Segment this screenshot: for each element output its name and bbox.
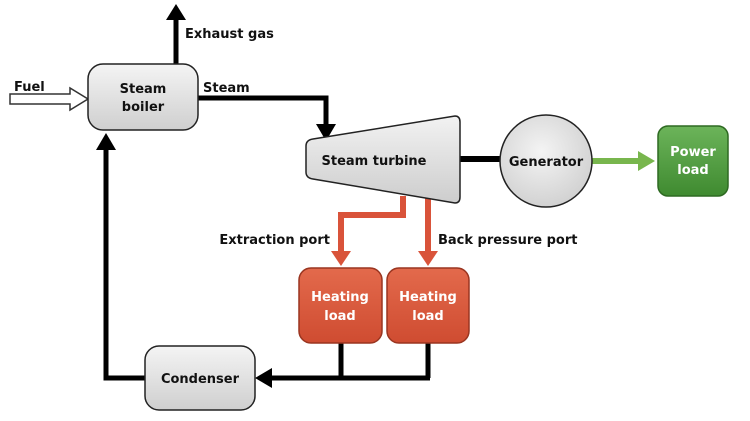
generator-label: Generator [509, 155, 584, 170]
exhaust-arrowhead [166, 4, 186, 20]
steam-boiler-label-line1: Steam [120, 82, 167, 97]
steam-boiler-box[interactable] [87, 63, 199, 131]
extraction-port-label: Extraction port [219, 233, 330, 248]
heating-load-1-label-line2: load [324, 309, 355, 324]
feedwater-flow-line [103, 148, 148, 381]
fuel-label: Fuel [14, 80, 45, 95]
steam-turbine-shape[interactable] [305, 115, 461, 204]
generator-circle[interactable] [499, 114, 593, 208]
condenser-box[interactable] [144, 345, 256, 411]
steam-turbine-label: Steam turbine [322, 154, 427, 169]
heating-load-2-label-line1: Heating [399, 290, 457, 305]
power-load-label-line2: load [677, 163, 708, 178]
back-pressure-arrowhead [418, 251, 438, 266]
heating-load-2-box[interactable] [386, 267, 470, 344]
extraction-arrowhead [331, 251, 351, 266]
exhaust-gas-label: Exhaust gas [185, 27, 274, 42]
power-arrowhead [638, 151, 655, 171]
heating-load-1-box[interactable] [298, 267, 383, 344]
condenser-label: Condenser [161, 372, 240, 387]
steam-flow-line [198, 95, 329, 126]
heating-load-2-label-line2: load [412, 309, 443, 324]
condensate-arrowhead [255, 368, 272, 388]
steam-label: Steam [203, 81, 250, 96]
power-load-label-line1: Power [670, 145, 716, 160]
back-pressure-port-label: Back pressure port [438, 233, 577, 248]
feedwater-arrowhead [96, 133, 116, 150]
extraction-flow-line [338, 196, 406, 253]
fuel-arrow [9, 86, 90, 112]
heating-load-1-label-line1: Heating [311, 290, 369, 305]
steam-arrowhead [316, 124, 336, 141]
steam-boiler-label-line2: boiler [122, 100, 165, 115]
power-load-box[interactable] [657, 125, 729, 197]
